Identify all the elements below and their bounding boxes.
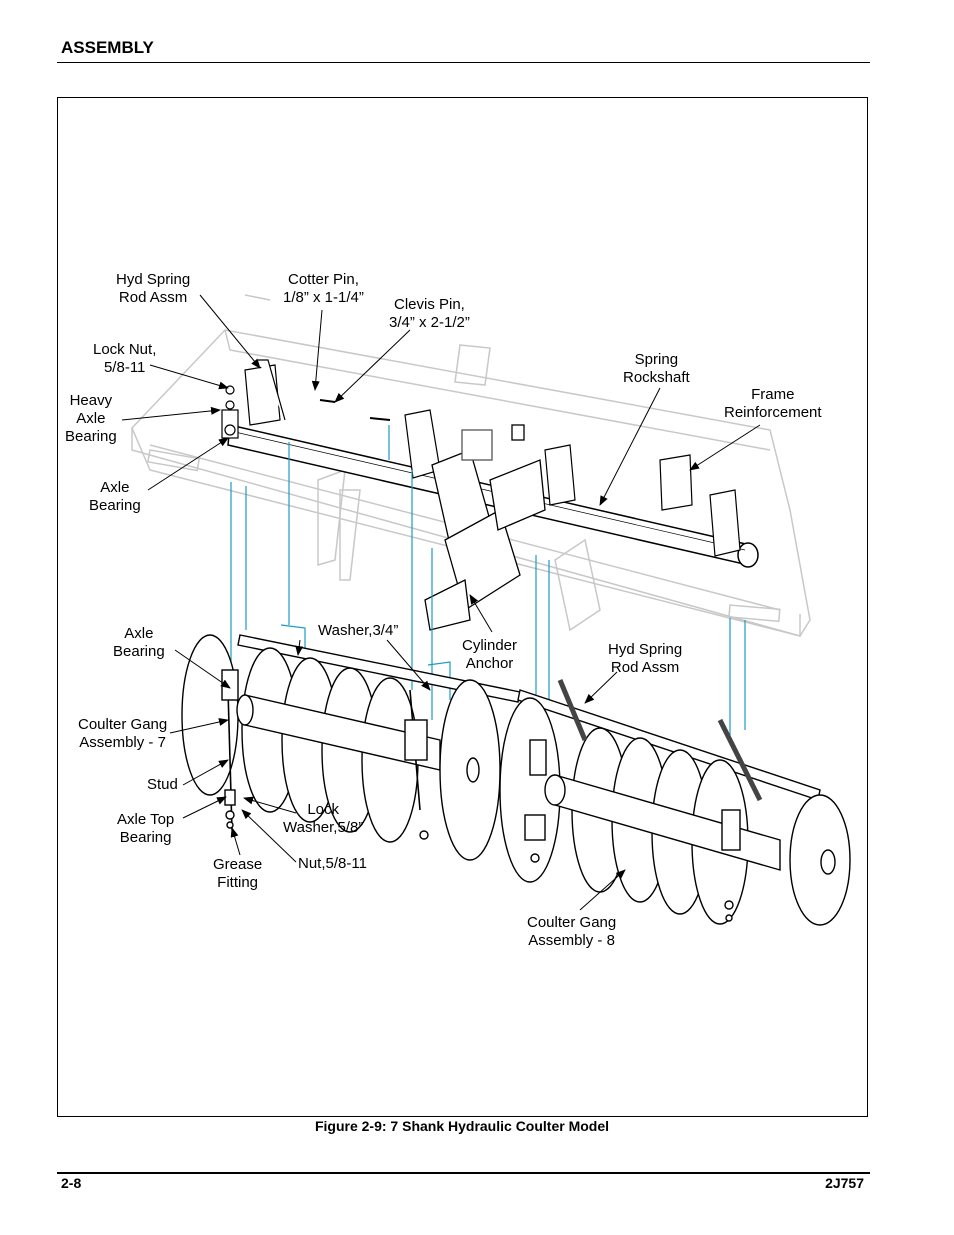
- label-heavy-axle-bearing: Heavy Axle Bearing: [65, 392, 117, 445]
- cylinder-anchor-drawing: [319, 399, 546, 631]
- page-number: 2-8: [61, 1175, 82, 1191]
- coulter-gang-7-drawing: [181, 634, 521, 861]
- coulter-gang-8-drawing: [499, 679, 851, 926]
- figure-frame: [57, 97, 868, 1117]
- main-frame-drawing: [131, 294, 811, 637]
- label-spring-rockshaft: Spring Rockshaft: [623, 351, 690, 386]
- label-coulter-gang-7: Coulter Gang Assembly - 7: [78, 716, 168, 751]
- label-axle-bearing-top: Axle Bearing: [89, 479, 141, 514]
- label-hyd-spring-rod-lower: Hyd Spring Rod Assm: [608, 641, 683, 676]
- footer-rule: [57, 1172, 870, 1174]
- label-clevis-pin: Clevis Pin, 3/4” x 2-1/2”: [389, 296, 470, 331]
- section-header: ASSEMBLY: [61, 38, 154, 57]
- label-frame-reinforcement: Frame Reinforcement: [724, 386, 822, 421]
- leader-lines: [121, 294, 761, 911]
- header-rule: [57, 62, 870, 63]
- figure-caption: Figure 2-9: 7 Shank Hydraulic Coulter Mo…: [314, 1118, 610, 1134]
- label-cotter-pin: Cotter Pin, 1/8” x 1-1/4”: [283, 271, 364, 306]
- document-id: 2J757: [825, 1175, 864, 1191]
- spring-brackets-top: [221, 359, 741, 557]
- label-axle-bearing-lower: Axle Bearing: [113, 625, 165, 660]
- label-lock-washer: Lock Washer,5/8”: [283, 801, 364, 836]
- label-coulter-gang-8: Coulter Gang Assembly - 8: [527, 914, 617, 949]
- label-hyd-spring-rod-top: Hyd Spring Rod Assm: [116, 271, 191, 306]
- label-cylinder-anchor: Cylinder Anchor: [462, 637, 518, 672]
- label-axle-top-bearing: Axle Top Bearing: [117, 811, 175, 846]
- label-lock-nut: Lock Nut, 5/8-11: [93, 341, 157, 376]
- label-nut: Nut,5/8-11: [298, 855, 367, 872]
- label-stud: Stud: [147, 776, 178, 793]
- label-grease-fitting: Grease Fitting: [213, 856, 263, 891]
- label-washer: Washer,3/4”: [318, 622, 399, 639]
